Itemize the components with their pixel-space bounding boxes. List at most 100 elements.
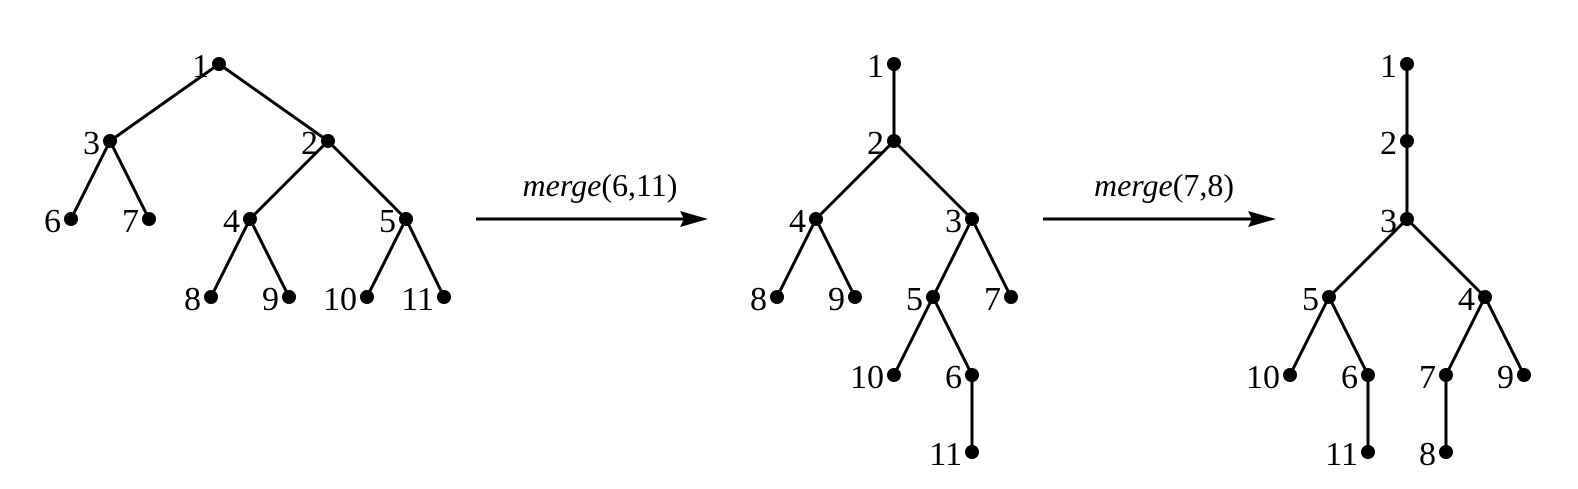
node-11: [1361, 445, 1375, 459]
tree-after-merge-7-8: 1 2 3 5 4 10 6 7 9 11 8: [1246, 48, 1531, 473]
operation-name: merge: [523, 167, 602, 203]
edge-5-11: [404, 218, 446, 298]
node-label-5: 5: [379, 203, 396, 240]
edge-4-8: [775, 218, 818, 298]
edge-3-5: [931, 218, 974, 298]
node-6: [1361, 368, 1375, 382]
node-label-9: 9: [828, 281, 845, 318]
node-label-10: 10: [850, 359, 884, 396]
node-label-10: 10: [1246, 359, 1280, 396]
edge-1-2: [218, 62, 329, 143]
node-10: [1283, 368, 1297, 382]
node-5: [399, 212, 413, 226]
operation-args: (6,11): [601, 167, 677, 203]
node-label-6: 6: [945, 359, 962, 396]
node-8: [770, 290, 784, 304]
node-5: [926, 290, 940, 304]
node-label-3: 3: [1380, 203, 1397, 240]
node-label-6: 6: [1341, 359, 1358, 396]
tree-after-merge-6-11: 1 2 4 3 8 9 5 7 10 6 11: [750, 48, 1018, 473]
edge-2-5: [326, 139, 408, 221]
node-label-10: 10: [323, 281, 357, 318]
node-label-4: 4: [1458, 281, 1475, 318]
node-1: [212, 57, 226, 71]
node-label-7: 7: [984, 281, 1001, 318]
node-label-4: 4: [789, 203, 806, 240]
tree-initial: 1 3 2 6 7 4 5 8 9 10 11: [44, 48, 451, 318]
node-label-8: 8: [184, 281, 201, 318]
node-label-7: 7: [1419, 359, 1436, 396]
node-6: [965, 368, 979, 382]
edge-1-3: [109, 62, 220, 143]
edge-4-8: [209, 218, 252, 298]
operation-label: merge(7,8): [1094, 167, 1234, 203]
node-1: [887, 57, 901, 71]
node-label-8: 8: [1419, 436, 1436, 473]
merge-arrow-1: merge(6,11): [476, 167, 708, 227]
node-9: [1517, 368, 1531, 382]
edge-4-9: [1483, 296, 1526, 376]
node-10: [887, 368, 901, 382]
node-label-5: 5: [1302, 281, 1319, 318]
node-7: [1004, 290, 1018, 304]
edge-4-7: [1444, 296, 1487, 376]
node-4: [1478, 290, 1492, 304]
node-label-7: 7: [122, 203, 139, 240]
merge-arrow-2: merge(7,8): [1043, 167, 1276, 227]
edge-2-4: [814, 139, 896, 221]
edge-5-10: [365, 218, 408, 298]
node-2: [321, 134, 335, 148]
node-4: [809, 212, 823, 226]
edge-5-10: [892, 296, 935, 376]
node-7: [1439, 368, 1453, 382]
node-4: [243, 212, 257, 226]
node-3: [965, 212, 979, 226]
node-label-2: 2: [301, 125, 318, 162]
node-label-9: 9: [1497, 359, 1514, 396]
edge-5-6: [1327, 296, 1370, 376]
node-label-11: 11: [401, 281, 434, 318]
node-11: [437, 290, 451, 304]
edge-4-9: [814, 218, 857, 298]
node-label-3: 3: [945, 203, 962, 240]
edge-2-3: [892, 139, 974, 221]
node-1: [1400, 57, 1414, 71]
node-6: [64, 212, 78, 226]
edge-4-9: [248, 218, 291, 298]
node-9: [282, 290, 296, 304]
node-label-1: 1: [867, 48, 884, 85]
node-11: [965, 445, 979, 459]
node-label-2: 2: [1380, 125, 1397, 162]
node-5: [1322, 290, 1336, 304]
edge-3-4: [1405, 217, 1487, 299]
node-label-1: 1: [1380, 48, 1397, 85]
node-label-8: 8: [750, 281, 767, 318]
node-label-6: 6: [44, 203, 61, 240]
node-label-2: 2: [867, 125, 884, 162]
edge-3-6: [69, 140, 112, 220]
edge-3-7: [108, 140, 151, 220]
node-label-1: 1: [192, 48, 209, 85]
operation-args: (7,8): [1173, 167, 1234, 203]
node-label-9: 9: [262, 281, 279, 318]
node-2: [887, 134, 901, 148]
node-label-3: 3: [83, 125, 100, 162]
edge-3-7: [970, 218, 1013, 298]
node-8: [1439, 445, 1453, 459]
node-label-5: 5: [906, 281, 923, 318]
node-label-11: 11: [929, 436, 962, 473]
edge-5-6: [931, 296, 974, 376]
operation-name: merge: [1094, 167, 1173, 203]
node-3: [103, 134, 117, 148]
edge-5-10: [1288, 296, 1331, 376]
node-label-11: 11: [1325, 436, 1358, 473]
node-3: [1400, 212, 1414, 226]
node-label-4: 4: [223, 203, 240, 240]
node-8: [204, 290, 218, 304]
node-2: [1400, 134, 1414, 148]
operation-label: merge(6,11): [523, 167, 678, 203]
edge-3-5: [1327, 217, 1409, 299]
arrow-head: [680, 211, 708, 227]
